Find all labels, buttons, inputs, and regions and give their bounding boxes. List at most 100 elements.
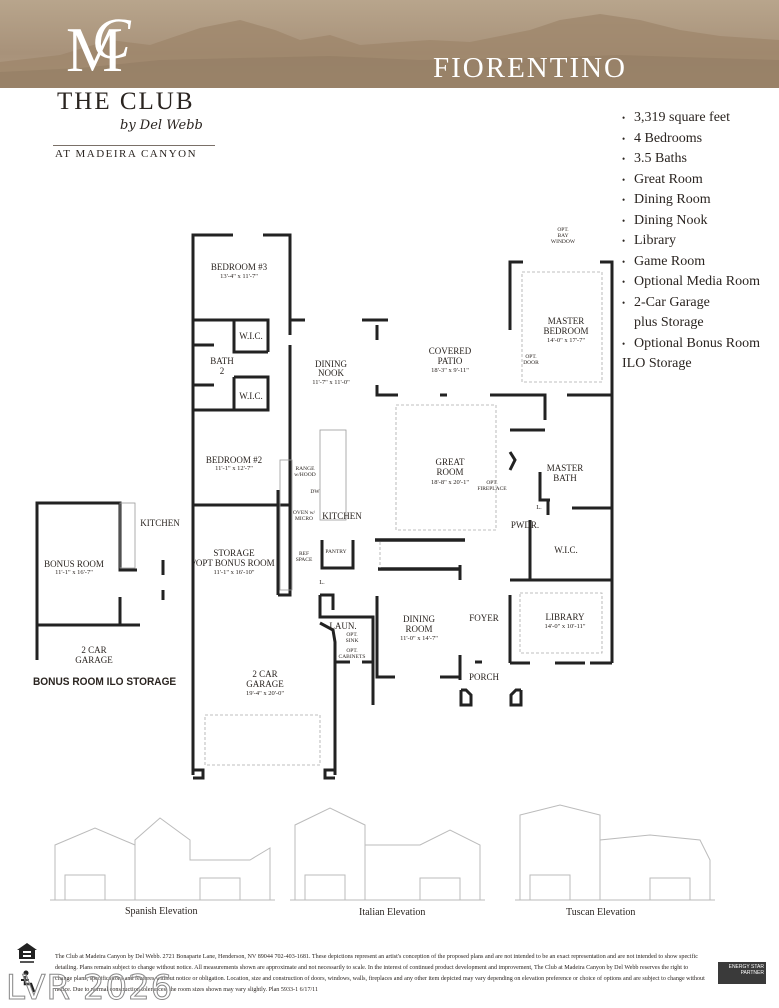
mountain-backdrop: [0, 14, 779, 88]
opt-fireplace-label: FIREPLACE: [477, 486, 507, 492]
energy-star-badge: ENERGY STAR PARTNER: [718, 962, 766, 984]
elevation-label: Spanish Elevation: [125, 906, 198, 917]
bonus-garage-label: 2 CAR: [81, 645, 106, 655]
wic-label: W.I.C.: [239, 391, 262, 401]
garage-label: GARAGE: [246, 679, 284, 689]
feature-item: •Dining Nook: [622, 212, 708, 228]
watermark: LVR 2026: [5, 968, 174, 1008]
linen-label: L.: [319, 579, 325, 586]
feature-item: •Game Room: [622, 253, 706, 269]
dining-room-label: DINING: [403, 614, 435, 624]
storage-dims: 11'-1" x 16'-10": [214, 569, 255, 576]
logo-monogram-c: C: [92, 6, 131, 71]
header-banner: M C FIORENTINO: [0, 0, 779, 88]
dining-nook-label: DINING: [315, 359, 347, 369]
wic-label: W.I.C.: [239, 331, 262, 341]
community-name: AT MADEIRA CANYON: [55, 148, 198, 160]
fixtures: [119, 429, 347, 591]
covered-patio-label: COVERED: [429, 346, 472, 356]
elevation-label: Italian Elevation: [359, 907, 426, 918]
brand-name: THE CLUB: [57, 88, 195, 115]
feature-item: •3.5 Baths: [622, 151, 687, 166]
opt-bay-window-label: BAY: [557, 233, 568, 239]
opt-bay-window-label: OPT.: [557, 227, 569, 233]
foyer-label: FOYER: [469, 613, 499, 623]
covered-patio-dims: 18'-3" x 9'-11": [431, 367, 469, 374]
feature-list: •3,319 square feet •4 Bedrooms •3.5 Bath…: [622, 108, 760, 375]
feature-item: •4 Bedrooms: [622, 130, 703, 146]
bonus-garage-label: GARAGE: [75, 655, 113, 665]
bonus-room-dims: 11'-1" x 16'-7": [55, 569, 93, 576]
garage-dims: 19'-4" x 20'-0": [246, 690, 284, 697]
feature-item: •Optional Bonus Room: [622, 335, 761, 351]
garage-label: 2 CAR: [252, 669, 277, 679]
wic-master-label: W.I.C.: [554, 545, 577, 555]
opt-fireplace-label: OPT.: [486, 480, 498, 486]
dining-room-dims: 11'-0" x 14'-7": [400, 635, 438, 642]
master-bedroom-label: BEDROOM: [543, 326, 588, 336]
library-label: LIBRARY: [545, 612, 585, 622]
bath2-number: 2: [220, 366, 225, 376]
opt-bay-window-label: WINDOW: [551, 239, 576, 245]
ref-space-label: SPACE: [296, 557, 313, 563]
legal-disclaimer: The Club at Madeira Canyon by Del Webb. …: [55, 954, 705, 993]
bedroom3-dims: 13'-4" x 11'-7": [220, 273, 258, 280]
master-bedroom-label: MASTER: [548, 316, 585, 326]
tuscan-elevation-drawing: [515, 804, 715, 901]
bath2-label: BATH: [210, 356, 234, 366]
kitchen-label: KITCHEN: [322, 511, 362, 521]
feature-item: •3,319 square feet: [622, 110, 731, 125]
elevation-label: Tuscan Elevation: [566, 907, 636, 918]
great-room-dims: 18'-8" x 20'-1": [431, 479, 469, 486]
bedroom2-dims: 11'-1" x 12'-7": [215, 465, 253, 472]
storage-label: /OPT BONUS ROOM: [193, 558, 274, 568]
logo-divider: [53, 145, 215, 146]
feature-item: plus Storage: [634, 315, 704, 330]
guides: [204, 271, 603, 766]
linen-label: L.: [536, 504, 542, 511]
bedroom3-label: BEDROOM #3: [211, 262, 268, 272]
bonus-option-caption: BONUS ROOM ILO STORAGE: [33, 676, 177, 688]
bedroom2-label: BEDROOM #2: [206, 455, 262, 465]
powder-label: PWDR.: [511, 520, 539, 530]
dining-nook-dims: 11'-7" x 11'-0": [312, 379, 350, 386]
bonus-room-label: BONUS ROOM: [44, 559, 104, 569]
range-label: RANGE: [296, 466, 316, 472]
oven-label: MICRO: [295, 516, 313, 522]
dining-room-label: ROOM: [405, 624, 432, 634]
opt-door-label: OPT.: [525, 354, 537, 360]
feature-item: •Library: [622, 233, 676, 248]
accessibility-icon: [21, 970, 36, 993]
opt-sink-label: SINK: [346, 638, 359, 644]
bonus-kitchen-label: KITCHEN: [140, 518, 180, 528]
feature-item: •Dining Room: [622, 192, 711, 207]
porch-label: PORCH: [469, 672, 500, 682]
opt-sink-label: OPT.: [346, 632, 358, 638]
range-label: w/HOOD: [294, 472, 315, 478]
covered-patio-label: PATIO: [438, 356, 463, 366]
brand-by: by Del Webb: [120, 118, 203, 133]
master-bath-label: BATH: [553, 473, 577, 483]
feature-item: •Optional Media Room: [622, 274, 760, 289]
equal-housing-icon: [17, 943, 37, 963]
plan-title: FIORENTINO: [433, 52, 627, 84]
feature-item: ILO Storage: [622, 356, 692, 371]
master-bath-label: MASTER: [547, 463, 584, 473]
oven-label: OVEN w/: [293, 510, 316, 516]
opt-door-label: DOOR: [523, 360, 539, 366]
spanish-elevation-drawing: [50, 817, 275, 901]
opt-cabinets-label: OPT.: [346, 648, 358, 654]
feature-item: •2-Car Garage: [622, 294, 710, 310]
italian-elevation-drawing: [290, 807, 485, 901]
logo-monogram-m: M: [66, 14, 123, 85]
library-dims: 14'-0" x 10'-11": [545, 623, 586, 630]
dining-nook-label: NOOK: [318, 368, 344, 378]
feature-item: •Great Room: [622, 171, 703, 187]
master-bedroom-dims: 14'-0" x 17'-7": [547, 337, 585, 344]
opt-cabinets-label: CABINETS: [339, 654, 366, 660]
pantry-label: PANTRY: [325, 549, 346, 555]
dw-label: DW: [310, 489, 320, 495]
laundry-label: LAUN.: [329, 621, 356, 631]
walls: [35, 233, 614, 780]
great-room-label: GREAT: [436, 457, 466, 467]
